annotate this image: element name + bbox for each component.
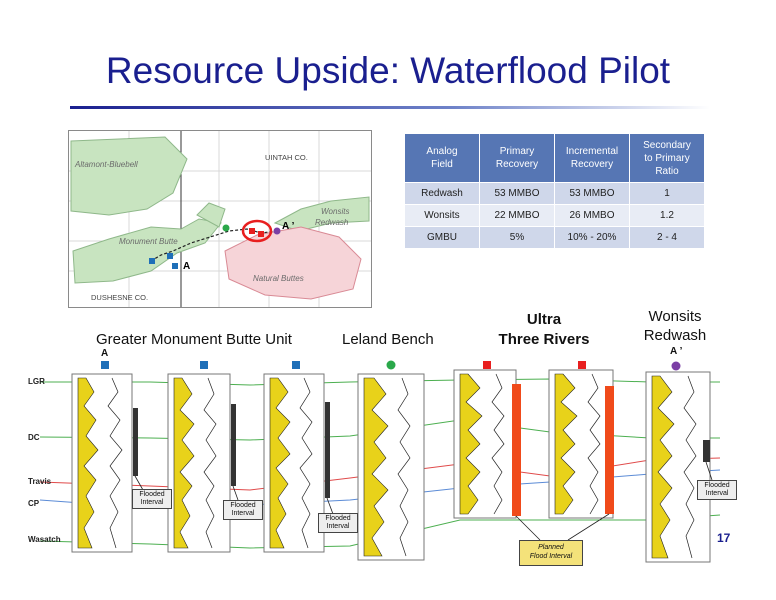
group-label-wonsits: Wonsits bbox=[648, 308, 702, 325]
header-analog-field: Analog Field bbox=[404, 133, 480, 183]
map-point-a-prime: A ’ bbox=[282, 221, 295, 232]
well-log-gmbu-3 bbox=[263, 373, 330, 553]
well-symbol-gmbu-1 bbox=[101, 361, 109, 369]
analog-recovery-table: Analog Field Primary Recovery Incrementa… bbox=[404, 133, 705, 249]
callout-flooded-interval-3: Flooded Interval bbox=[318, 513, 358, 533]
table-cell: 53 MMBO bbox=[479, 182, 555, 205]
horizon-label-dc: DC bbox=[28, 433, 40, 442]
map-label-monument-butte: Monument Butte bbox=[119, 237, 178, 246]
well-symbol-ultra-1 bbox=[483, 361, 491, 369]
table-cell: 1.2 bbox=[629, 204, 705, 227]
section-point-a: A bbox=[101, 348, 109, 359]
map-label-altamont-bluebell: Altamont-Bluebell bbox=[75, 160, 138, 169]
well-symbol-gmbu-3 bbox=[292, 361, 300, 369]
altamont-bluebell-field bbox=[70, 136, 188, 216]
well-symbol-gmbu-2 bbox=[200, 361, 208, 369]
map-label-uintah-county: UINTAH CO. bbox=[265, 153, 308, 162]
horizon-label-lgr: LGR bbox=[28, 377, 45, 386]
group-label-leland-bench: Leland Bench bbox=[342, 331, 434, 348]
table-row: GMBU 5% 10% - 20% 2 - 4 bbox=[404, 226, 705, 249]
table-header-row: Analog Field Primary Recovery Incrementa… bbox=[404, 133, 705, 183]
group-label-redwash: Redwash bbox=[643, 327, 707, 344]
table-cell: Wonsits bbox=[404, 204, 480, 227]
table-cell: 53 MMBO bbox=[554, 182, 630, 205]
well-log-gmbu-2 bbox=[167, 373, 236, 553]
map-label-natural-buttes: Natural Buttes bbox=[253, 274, 304, 283]
callout-planned-flood-interval: Planned Flood Interval bbox=[519, 540, 583, 566]
header-secondary-primary-ratio: Secondary to Primary Ratio bbox=[629, 133, 705, 183]
field-map: Altamont-Bluebell Monument Butte Natural… bbox=[68, 130, 372, 308]
table-cell: 1 bbox=[629, 182, 705, 205]
page-number: 17 bbox=[717, 531, 731, 545]
well-log-leland bbox=[357, 373, 425, 561]
map-drawing bbox=[69, 131, 371, 307]
map-label-dushesne-county: DUSHESNE CO. bbox=[91, 293, 149, 302]
callout-flooded-interval-4: Flooded Interval bbox=[697, 480, 737, 500]
table-row: Redwash 53 MMBO 53 MMBO 1 bbox=[404, 182, 705, 205]
map-label-wonsits: Wonsits bbox=[321, 207, 350, 216]
horizon-label-wasatch: Wasatch bbox=[28, 535, 61, 544]
table-cell: 5% bbox=[479, 226, 555, 249]
header-primary-recovery: Primary Recovery bbox=[479, 133, 555, 183]
well-symbol-wonsits bbox=[671, 361, 681, 371]
slide-title: Resource Upside: Waterflood Pilot bbox=[105, 50, 671, 91]
horizon-label-travis: Travis bbox=[28, 477, 52, 486]
title-underline bbox=[70, 106, 710, 109]
group-label-ultra: Ultra bbox=[526, 311, 562, 328]
well-symbol-leland bbox=[386, 360, 396, 370]
table-cell: 2 - 4 bbox=[629, 226, 705, 249]
table-row: Wonsits 22 MMBO 26 MMBO 1.2 bbox=[404, 204, 705, 227]
header-incremental-recovery: Incremental Recovery bbox=[554, 133, 630, 183]
map-point-a: A bbox=[183, 261, 191, 272]
well-log-ultra-1 bbox=[453, 369, 521, 519]
well-log-ultra-2 bbox=[548, 369, 614, 519]
well-symbol-ultra-2 bbox=[578, 361, 586, 369]
horizon-label-cp: CP bbox=[28, 499, 40, 508]
group-label-gmbu: Greater Monument Butte Unit bbox=[96, 331, 292, 348]
table-cell: 10% - 20% bbox=[554, 226, 630, 249]
section-point-a-prime: A ’ bbox=[670, 346, 683, 357]
map-label-redwash: Redwash bbox=[315, 218, 349, 227]
well-log-wonsits bbox=[645, 371, 711, 563]
monument-butte-field bbox=[72, 218, 222, 284]
table-cell: GMBU bbox=[404, 226, 480, 249]
table-cell: Redwash bbox=[404, 182, 480, 205]
well-log-gmbu-1 bbox=[71, 373, 138, 553]
callout-flooded-interval-1: Flooded Interval bbox=[132, 489, 172, 509]
callout-flooded-interval-2: Flooded Interval bbox=[223, 500, 263, 520]
group-label-three-rivers: Three Rivers bbox=[498, 331, 590, 348]
